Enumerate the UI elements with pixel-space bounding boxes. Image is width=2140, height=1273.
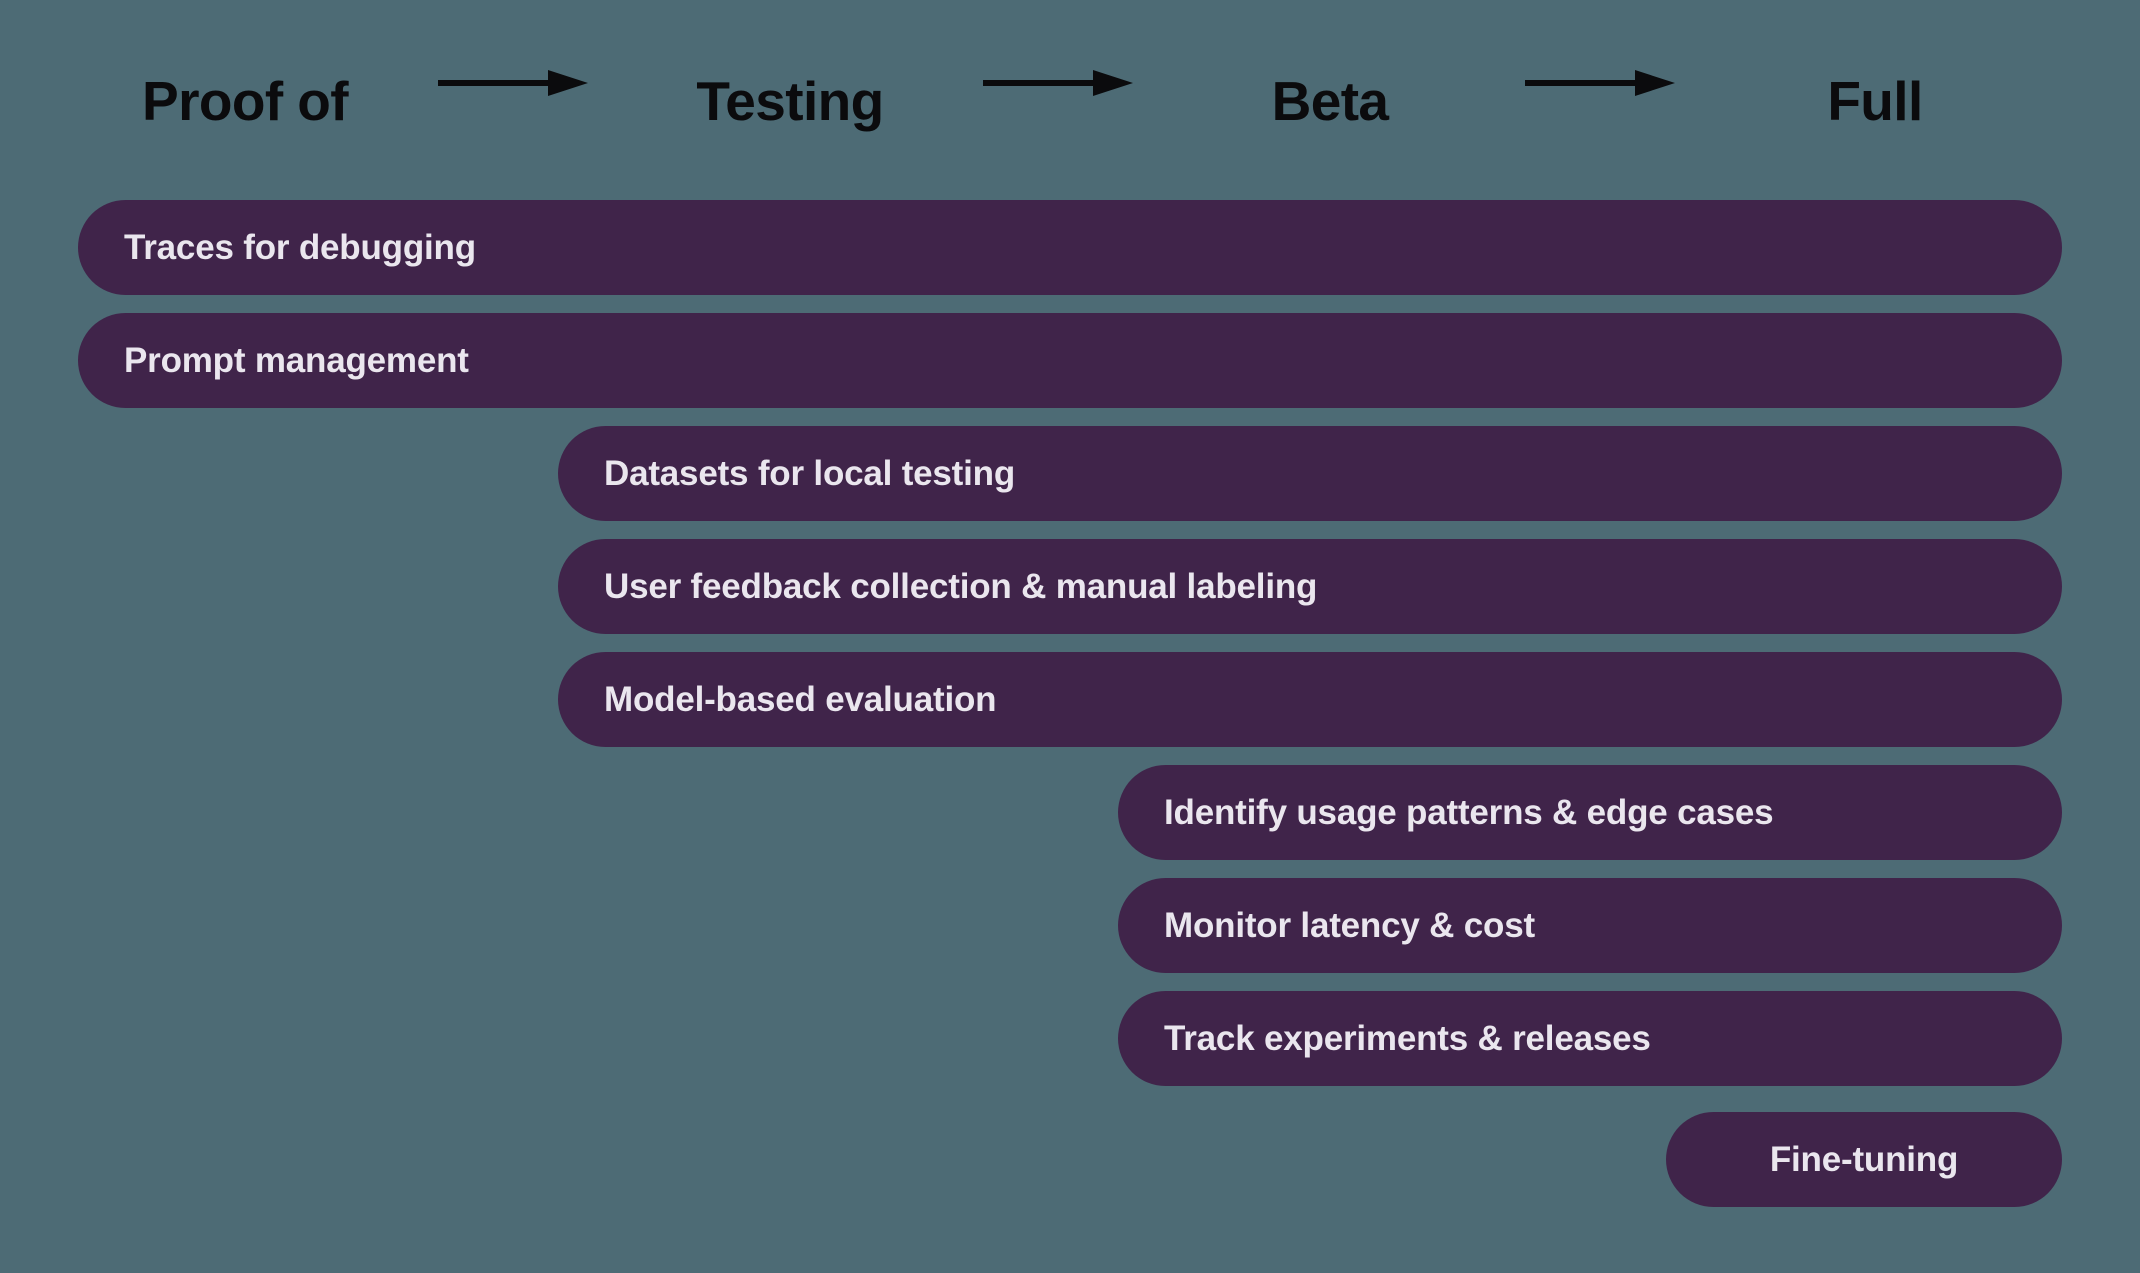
capability-label: Prompt management [124, 341, 469, 380]
capability-label: User feedback collection & manual labeli… [604, 567, 1318, 606]
stage-header-row: Proof of concept Testing & staging Beta … [0, 0, 2140, 256]
capability-label: Identify usage patterns & edge cases [1164, 793, 1774, 832]
capability-bar-datasets-for-local-testing[interactable]: Datasets for local testing [558, 426, 2062, 521]
capability-bar-model-based-evaluation[interactable]: Model-based evaluation [558, 652, 2062, 747]
capability-label: Datasets for local testing [604, 454, 1016, 493]
stage-label-line1: Proof of [142, 70, 349, 133]
arrow-stage-1-to-2-icon [438, 68, 588, 98]
capability-bar-identify-usage-patterns-and-edge-cases[interactable]: Identify usage patterns & edge cases [1118, 765, 2062, 860]
capability-bar-track-experiments-and-releases[interactable]: Track experiments & releases [1118, 991, 2062, 1086]
stage-label-line1: Testing [696, 70, 884, 133]
capability-bar-user-feedback-collection-and-manual-labeling[interactable]: User feedback collection & manual labeli… [558, 539, 2062, 634]
capability-label: Fine-tuning [1769, 1140, 1959, 1179]
arrow-stage-3-to-4-icon [1525, 68, 1675, 98]
capability-bar-traces-for-debugging[interactable]: Traces for debugging [78, 200, 2062, 295]
capability-label: Model-based evaluation [604, 680, 997, 719]
stage-label-line1: Beta [1271, 70, 1389, 133]
capability-label: Track experiments & releases [1164, 1019, 1651, 1058]
capability-bar-monitor-latency-and-cost[interactable]: Monitor latency & cost [1118, 878, 2062, 973]
capability-bar-prompt-management[interactable]: Prompt management [78, 313, 2062, 408]
arrow-stage-2-to-3-icon [983, 68, 1133, 98]
capability-bar-fine-tuning[interactable]: Fine-tuning [1666, 1112, 2062, 1207]
stage-label-line1: Full [1827, 70, 1923, 133]
capability-label: Monitor latency & cost [1164, 906, 1535, 945]
capability-label: Traces for debugging [124, 228, 476, 267]
